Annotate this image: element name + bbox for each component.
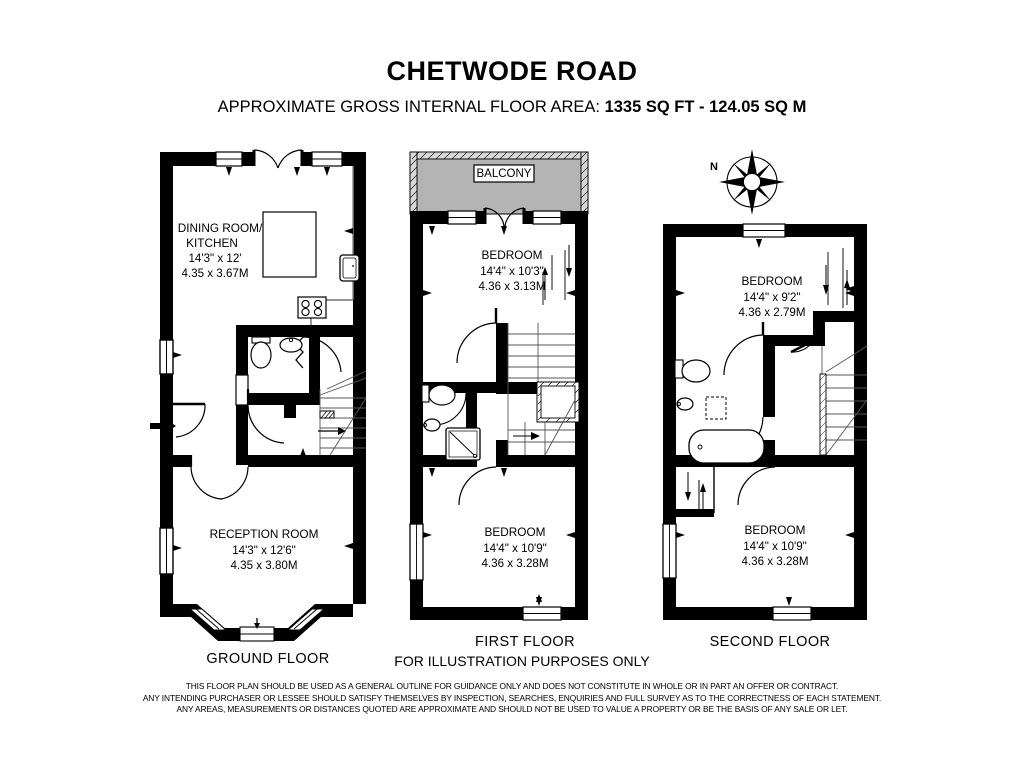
- first-floor-walls: [409, 210, 588, 621]
- basin-icon: [676, 397, 694, 411]
- room-name-line1: RECEPTION ROOM: [210, 527, 319, 541]
- basin-icon: [279, 337, 303, 353]
- room-name-line1: BEDROOM: [745, 523, 806, 537]
- disclaimer-line-3: ANY AREAS, MEASUREMENTS OR DISTANCES QUO…: [176, 704, 848, 715]
- ground-floor-room-labels: DINING ROOM/ KITCHEN 14'3" x 12' 4.35 x …: [178, 221, 319, 572]
- cupboard-outline: [705, 396, 727, 420]
- bathtub-icon: [688, 429, 765, 464]
- balcony: BALCONY: [409, 151, 589, 215]
- disclaimer-line-1: THIS FLOOR PLAN SHOULD BE USED AS A GENE…: [185, 681, 839, 691]
- basin-icon: [423, 418, 441, 432]
- balcony-label: BALCONY: [477, 168, 532, 180]
- page-title: CHETWODE ROAD: [386, 56, 638, 86]
- compass-north-label: N: [710, 161, 718, 173]
- staircase: [318, 370, 367, 456]
- shower-icon: [445, 427, 481, 461]
- room-dims-metric: 4.35 x 3.80M: [230, 559, 297, 572]
- built-in-cupboard: [676, 467, 715, 517]
- hob-icon: [297, 296, 327, 319]
- first-floor-room-labels: BEDROOM 14'4" x 10'3" 4.36 x 3.13M BEDRO…: [478, 248, 548, 570]
- illustration-note: FOR ILLUSTRATION PURPOSES ONLY: [394, 653, 650, 669]
- floor-area-value: 1335 SQ FT - 124.05 SQ M: [604, 98, 807, 116]
- ground-floor-label: GROUND FLOOR: [206, 651, 330, 667]
- floor-area-summary: APPROXIMATE GROSS INTERNAL FLOOR AREA: 1…: [0, 98, 1024, 117]
- room-name-line1: BEDROOM: [485, 525, 546, 539]
- room-name-line1: DINING ROOM/: [178, 221, 263, 235]
- stair-direction-markers: [542, 245, 572, 305]
- room-name-line1: BEDROOM: [482, 248, 543, 262]
- room-dims-metric: 4.36 x 3.28M: [481, 557, 548, 570]
- toilet-icon: [421, 384, 456, 406]
- second-floor-fixtures: [674, 248, 868, 517]
- toilet-icon: [674, 359, 711, 383]
- entrance-arrow: [150, 418, 176, 434]
- first-floor-label: FIRST FLOOR: [474, 634, 575, 650]
- room-dims-imperial: 14'3" x 12'6": [232, 544, 296, 557]
- second-floor-label: SECOND FLOOR: [709, 634, 831, 650]
- stair-direction-markers: [823, 248, 854, 308]
- ground-floor-doors: [150, 149, 353, 551]
- disclaimer-line-2: ANY INTENDING PURCHASER OR LESSEE SHOULD…: [142, 692, 882, 703]
- second-floor-walls: [662, 223, 867, 621]
- room-dims-imperial: 14'3" x 12': [188, 252, 241, 265]
- room-dims-imperial: 14'4" x 9'2": [743, 291, 800, 304]
- room-name-line2: KITCHEN: [186, 236, 238, 250]
- room-dims-metric: 4.36 x 3.28M: [741, 555, 808, 568]
- room-dims-metric: 4.36 x 2.79M: [738, 306, 805, 319]
- room-dims-metric: 4.35 x 3.67M: [181, 267, 248, 280]
- staircase: [507, 323, 580, 456]
- staircase: [819, 345, 868, 456]
- floor-area-label: APPROXIMATE GROSS INTERNAL FLOOR AREA:: [217, 98, 600, 116]
- room-dims-imperial: 14'4" x 10'3": [480, 265, 544, 278]
- ground-floor-fixtures: [250, 211, 367, 456]
- dining-table: [262, 211, 317, 278]
- toilet-icon: [250, 336, 272, 369]
- room-name-line1: BEDROOM: [742, 274, 803, 288]
- room-dims-imperial: 14'4" x 10'9": [743, 540, 807, 553]
- disclaimer: THIS FLOOR PLAN SHOULD BE USED AS A GENE…: [0, 681, 1024, 716]
- second-floor-room-labels: BEDROOM 14'4" x 9'2" 4.36 x 2.79M BEDROO…: [738, 274, 808, 568]
- first-floor-fixtures: [421, 245, 580, 461]
- room-dims-imperial: 14'4" x 10'9": [483, 542, 547, 555]
- ground-floor-walls: [159, 151, 366, 642]
- room-dims-metric: 4.36 x 3.13M: [478, 280, 545, 293]
